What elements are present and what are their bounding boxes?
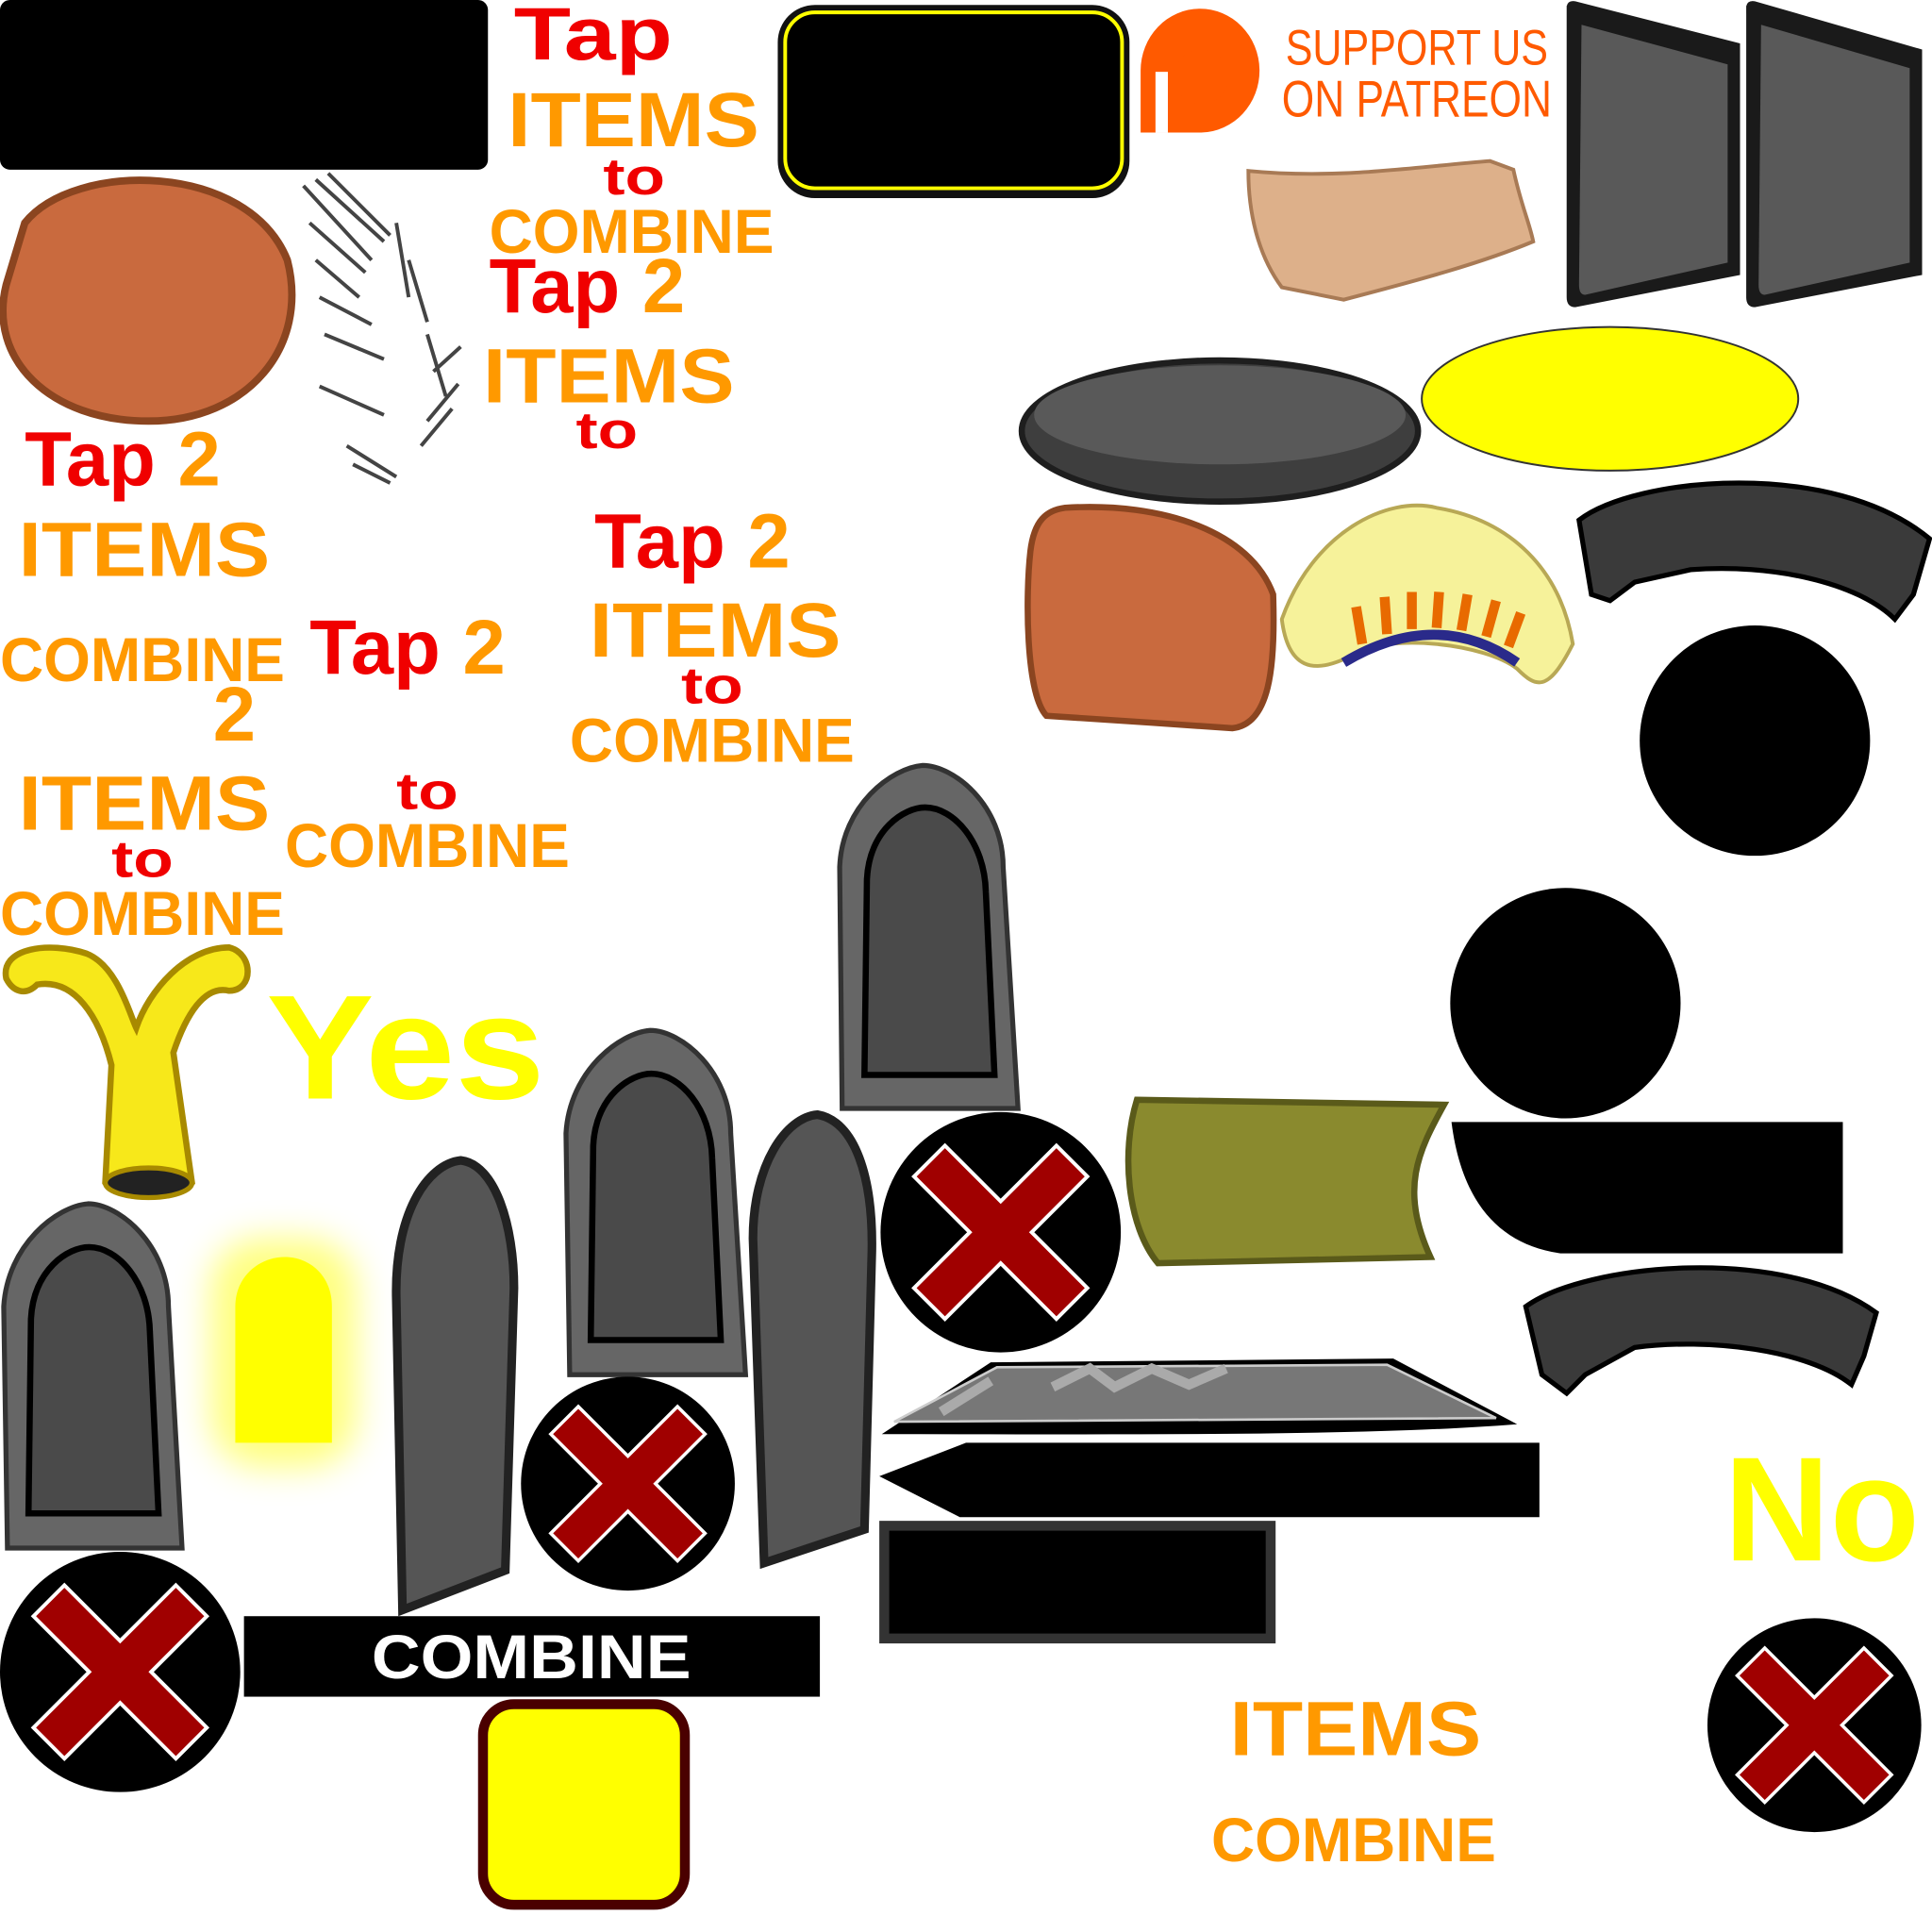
close-x-button[interactable] [880,1111,1122,1353]
news-sign [881,1358,1518,1435]
items-text: ITEMS [483,334,735,420]
patreon-line2: ON PATREON [1282,69,1552,127]
black-bordered-box [879,1521,1276,1644]
two-word: 2 [178,417,221,503]
no-text: No [1724,1426,1919,1592]
close-x-icon [548,1404,708,1564]
combine-button-label: COMBINE [372,1623,691,1691]
tombstone-door [1,1201,185,1551]
close-x-icon [30,1582,210,1761]
black-circle [1450,888,1681,1119]
dark-oval-platform [1018,357,1422,505]
close-x-icon [911,1142,1091,1322]
two-word: 2 [642,243,685,329]
to-text: to [575,401,638,459]
tap-word: Tap [594,498,725,584]
items-text: ITEMS [508,77,759,163]
stone-slab [748,1109,876,1570]
horn-opening [102,1165,195,1201]
black-arrow-bar [879,1442,1540,1518]
combine-text: COMBINE [285,811,570,880]
tap-word: Tap [490,243,621,329]
to-text: to [396,761,458,820]
feather-headdress [1279,503,1575,685]
two-word: 2 [462,605,505,691]
combine-text: COMBINE [1211,1806,1496,1874]
paper-note [1246,158,1536,302]
combine-text: COMBINE [490,197,774,266]
dark-curved-banner [1523,1265,1879,1397]
black-circle [1640,625,1871,857]
combine-text: COMBINE [0,625,285,694]
golden-horn [2,944,251,1200]
yellow-oval [1421,325,1800,472]
two-word: 2 [747,498,790,584]
to-text: to [603,147,665,206]
brown-square [1024,504,1277,732]
patreon-banner[interactable]: SUPPORT US ON PATREON [1141,8,1552,133]
yellow-square-button[interactable] [477,1699,691,1910]
yes-text: Yes [266,964,544,1130]
combine-text: COMBINE [0,879,285,948]
feather-sketch [302,172,462,485]
tap-word: Tap [309,605,441,691]
close-x-button[interactable] [0,1551,241,1792]
close-x-button[interactable] [1707,1618,1922,1833]
black-panel [0,0,489,170]
to-text: to [681,657,743,715]
black-yellow-frame-panel [777,5,1130,199]
tap-2-text: Tap 2 [25,417,221,503]
tap-text: Tap [514,0,673,75]
combine-text: COMBINE [570,706,855,774]
items-text: ITEMS [19,507,271,592]
to-text: to [111,829,174,888]
yellow-glow-door [210,1238,358,1468]
combine-button[interactable]: COMBINE [243,1616,821,1697]
black-tab-shape [1451,1122,1843,1254]
items-text: ITEMS [19,761,271,847]
tap-2-text: Tap 2 [594,498,791,584]
dark-curved-banner [1575,480,1932,624]
tap-word: Tap [25,417,156,503]
olive-banner [1124,1096,1450,1267]
items-text: ITEMS [590,588,841,674]
stone-slab [391,1156,519,1617]
two-text: 2 [213,672,256,758]
close-x-icon [1735,1645,1894,1806]
tombstone-door [837,762,1021,1111]
tombstone-door [563,1027,749,1377]
close-x-button[interactable] [521,1376,735,1591]
patreon-line1: SUPPORT US [1286,20,1548,75]
patreon-logo-icon [1141,8,1260,133]
brown-blob [0,176,296,425]
dark-panel-right [1746,1,1923,308]
dark-panel-left [1566,1,1740,308]
items-text: ITEMS [1230,1686,1482,1772]
